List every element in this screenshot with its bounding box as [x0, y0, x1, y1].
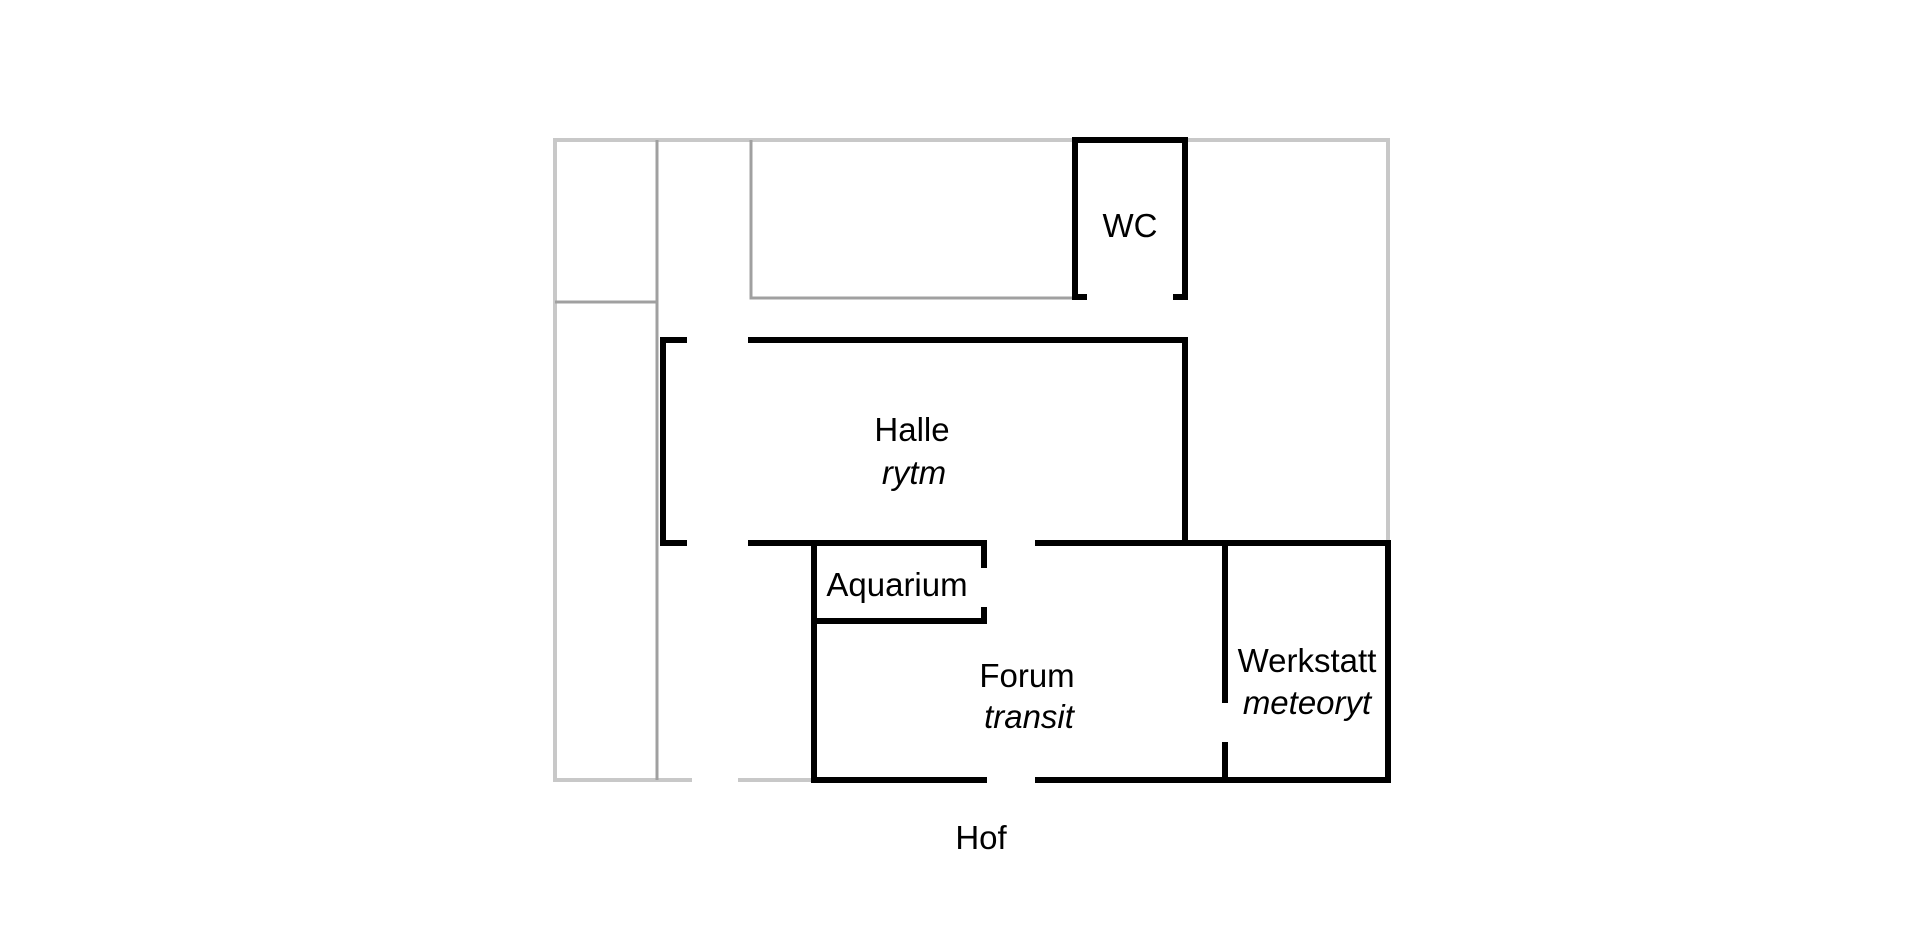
corridor-lines — [555, 140, 1075, 780]
hof-label: Hof — [955, 819, 1007, 856]
wc-label: WC — [1103, 207, 1158, 244]
building-outline — [553, 138, 1390, 782]
wc-walls — [1072, 137, 1188, 300]
forum-south-wall — [1035, 540, 1391, 783]
halle-label: Halle — [874, 411, 949, 448]
room-walls — [660, 137, 1391, 783]
halle-top-wall — [748, 337, 1188, 546]
werkstatt-label: Werkstatt — [1238, 642, 1377, 679]
forum-subtitle: transit — [984, 698, 1076, 735]
storage-outline — [749, 140, 1075, 300]
outline-top-right-wall — [1183, 138, 1390, 545]
aquarium-south-wall — [811, 607, 987, 624]
forum-label: Forum — [979, 657, 1074, 694]
aquarium-label: Aquarium — [826, 566, 967, 603]
halle-subtitle: rytm — [882, 454, 946, 491]
halle-walls — [660, 337, 687, 546]
werkstatt-subtitle: meteoryt — [1243, 684, 1373, 721]
room-labels: WC Halle rytm Aquarium Forum transit Wer… — [826, 207, 1376, 856]
